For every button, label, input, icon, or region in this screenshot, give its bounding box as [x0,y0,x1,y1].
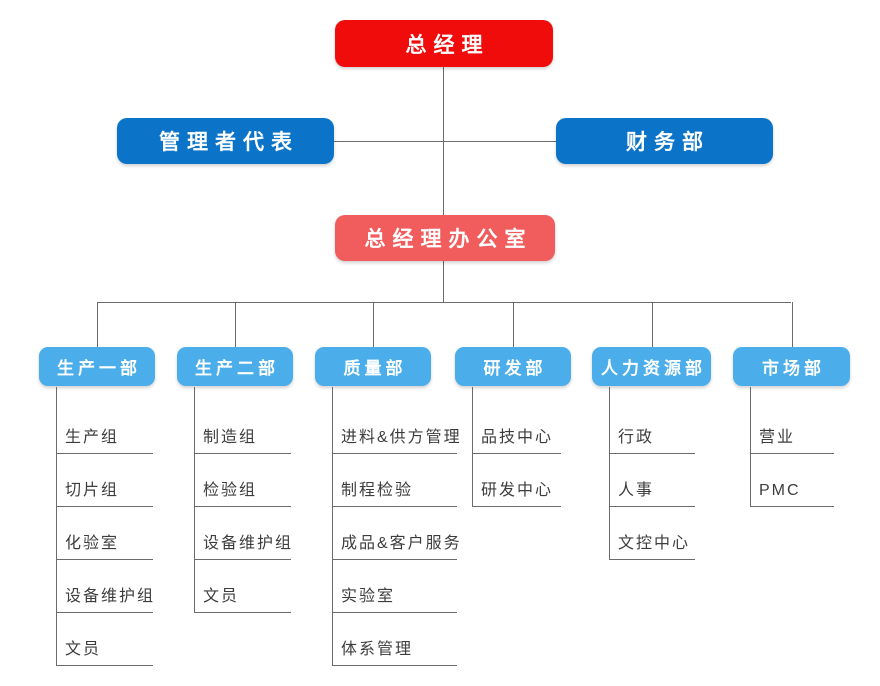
connector-drop [373,302,374,347]
dept-column-hr: 人力资源部 行政人事文控中心 [592,302,711,686]
sub-unit-item: 设备维护组 [57,560,153,613]
node-finance-department: 财务部 [556,118,773,164]
sub-unit-item: 文员 [195,560,291,613]
sub-unit-item: 人事 [610,454,695,507]
node-department: 生产二部 [177,347,293,386]
connector-level2-horizontal [334,141,556,142]
sub-unit-item: 切片组 [57,454,153,507]
sub-unit-item: 生产组 [57,387,153,454]
sub-unit-item: 成品&客户服务 [333,507,460,560]
sub-unit-item: 品技中心 [473,387,561,454]
dept-sub-units-list: 品技中心研发中心 [472,387,561,507]
sub-unit-item: 制程检验 [333,454,457,507]
sub-unit-item: 化验室 [57,507,153,560]
connector-drop [791,302,793,347]
dept-column-production-2: 生产二部 制造组检验组设备维护组文员 [177,302,293,686]
dept-column-production-1: 生产一部 生产组切片组化验室设备维护组文员 [39,302,155,686]
sub-unit-item: 体系管理 [333,613,457,666]
sub-unit-item: 实验室 [333,560,457,613]
sub-unit-item: 设备维护组 [195,507,291,560]
node-department: 市场部 [733,347,850,386]
node-department: 研发部 [455,347,571,386]
dept-sub-units-list: 行政人事文控中心 [609,387,695,560]
sub-unit-item: 文员 [57,613,153,666]
connector-drop [97,302,98,347]
node-general-manager: 总经理 [335,20,553,67]
sub-unit-item: 文控中心 [610,507,695,560]
sub-unit-item: 进料&供方管理 [333,387,460,454]
dept-column-rnd: 研发部 品技中心研发中心 [455,302,571,686]
dept-sub-units-list: 生产组切片组化验室设备维护组文员 [56,387,153,666]
sub-unit-item: 研发中心 [473,454,561,507]
node-department: 人力资源部 [592,347,711,386]
sub-unit-item: 营业 [751,387,834,454]
node-department: 质量部 [315,347,431,386]
sub-unit-item: PMC [751,454,834,507]
connector-drop [651,302,653,347]
node-department: 生产一部 [39,347,155,386]
node-gm-office: 总经理办公室 [335,215,555,261]
connector-drop [235,302,236,347]
sub-unit-item: 行政 [610,387,695,454]
sub-unit-item: 制造组 [195,387,291,454]
connector-department-bus [97,302,791,303]
dept-column-quality: 质量部 进料&供方管理制程检验成品&客户服务实验室体系管理 [315,302,460,686]
connector-office-to-bus [443,261,444,302]
dept-sub-units-list: 制造组检验组设备维护组文员 [194,387,291,613]
connector-drop [513,302,514,347]
node-management-representative: 管理者代表 [117,118,334,164]
dept-sub-units-list: 进料&供方管理制程检验成品&客户服务实验室体系管理 [332,387,460,666]
sub-unit-item: 检验组 [195,454,291,507]
